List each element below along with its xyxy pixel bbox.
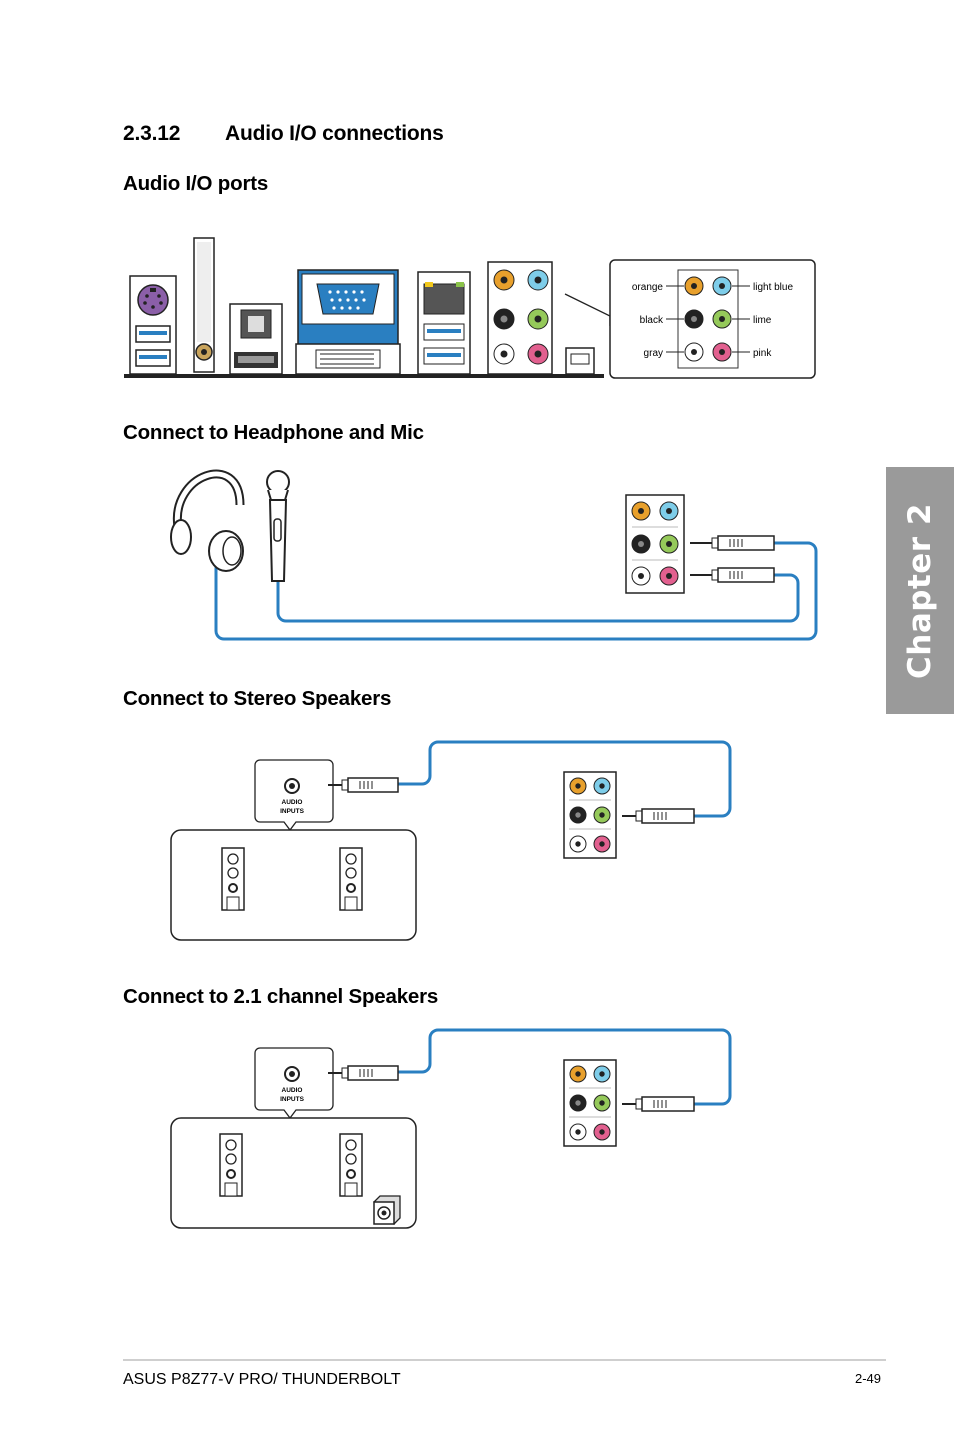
speaker-icon-left (219, 1133, 243, 1197)
audio-plug (690, 535, 775, 551)
legend-label-black: black (640, 315, 664, 326)
audio-plug (690, 567, 775, 583)
audio-jack-panel (563, 1059, 617, 1147)
legend-label-pink: pink (753, 348, 772, 359)
heading-headphone-mic: Connect to Headphone and Mic (123, 421, 424, 444)
thunderbolt-port (565, 347, 595, 375)
audio-jack-block (487, 261, 553, 375)
microphone-icon (266, 470, 290, 582)
optical-hdmi-block (229, 303, 283, 375)
audio-inputs-label-line2: INPUTS (280, 808, 305, 815)
subwoofer-icon (373, 1195, 401, 1225)
speaker-icon-right (339, 1133, 363, 1197)
antenna-port (193, 237, 215, 373)
legend-label-lime: lime (753, 315, 772, 326)
heading-audio-ports: Audio I/O ports (123, 172, 269, 195)
audio-jack-panel (563, 771, 617, 859)
jack-color-legend: orange black gray light blue lime pink (609, 259, 816, 379)
legend-label-light-blue: light blue (753, 282, 793, 293)
footer-rule (123, 1359, 886, 1361)
chapter-tab: Chapter 2 (886, 467, 954, 714)
21-channel-speakers-diagram: AUDIO INPUTS (170, 1028, 732, 1229)
rear-io-panel-diagram: orange black gray light blue lime pink (124, 237, 816, 379)
speaker-icon-left (221, 847, 245, 911)
audio-input-callout: AUDIO INPUTS (254, 759, 334, 832)
section-number: 2.3.12 (123, 122, 181, 145)
chapter-tab-label: Chapter 2 (902, 502, 938, 679)
ps2-usb-block (129, 275, 177, 375)
audio-inputs-label-line1: AUDIO (282, 799, 303, 806)
footer-product-name: ASUS P8Z77-V PRO/ THUNDERBOLT (123, 1371, 401, 1388)
lan-usb3-block (417, 271, 471, 375)
audio-plug (622, 808, 695, 824)
headphones-icon (170, 469, 245, 572)
audio-jack-panel (625, 494, 685, 594)
vga-dvi-block (295, 269, 401, 375)
audio-inputs-label-line2: INPUTS (280, 1096, 305, 1103)
heading-21-speakers: Connect to 2.1 channel Speakers (123, 985, 439, 1008)
heading-stereo-speakers: Connect to Stereo Speakers (123, 687, 392, 710)
section-title: Audio I/O connections (225, 122, 444, 145)
section-heading: 2.3.12 Audio I/O connections (123, 122, 444, 146)
audio-input-callout: AUDIO INPUTS (254, 1047, 334, 1120)
audio-plug (328, 1065, 399, 1081)
legend-label-orange: orange (632, 282, 664, 293)
legend-label-gray: gray (644, 348, 663, 359)
stereo-speakers-diagram: AUDIO INPUTS (170, 740, 732, 941)
headphone-mic-diagram (170, 469, 818, 641)
audio-plug (622, 1096, 695, 1112)
audio-plug (328, 777, 399, 793)
speaker-icon-right (339, 847, 363, 911)
footer-page-number: 2-49 (855, 1371, 882, 1386)
audio-inputs-label-line1: AUDIO (282, 1087, 303, 1094)
